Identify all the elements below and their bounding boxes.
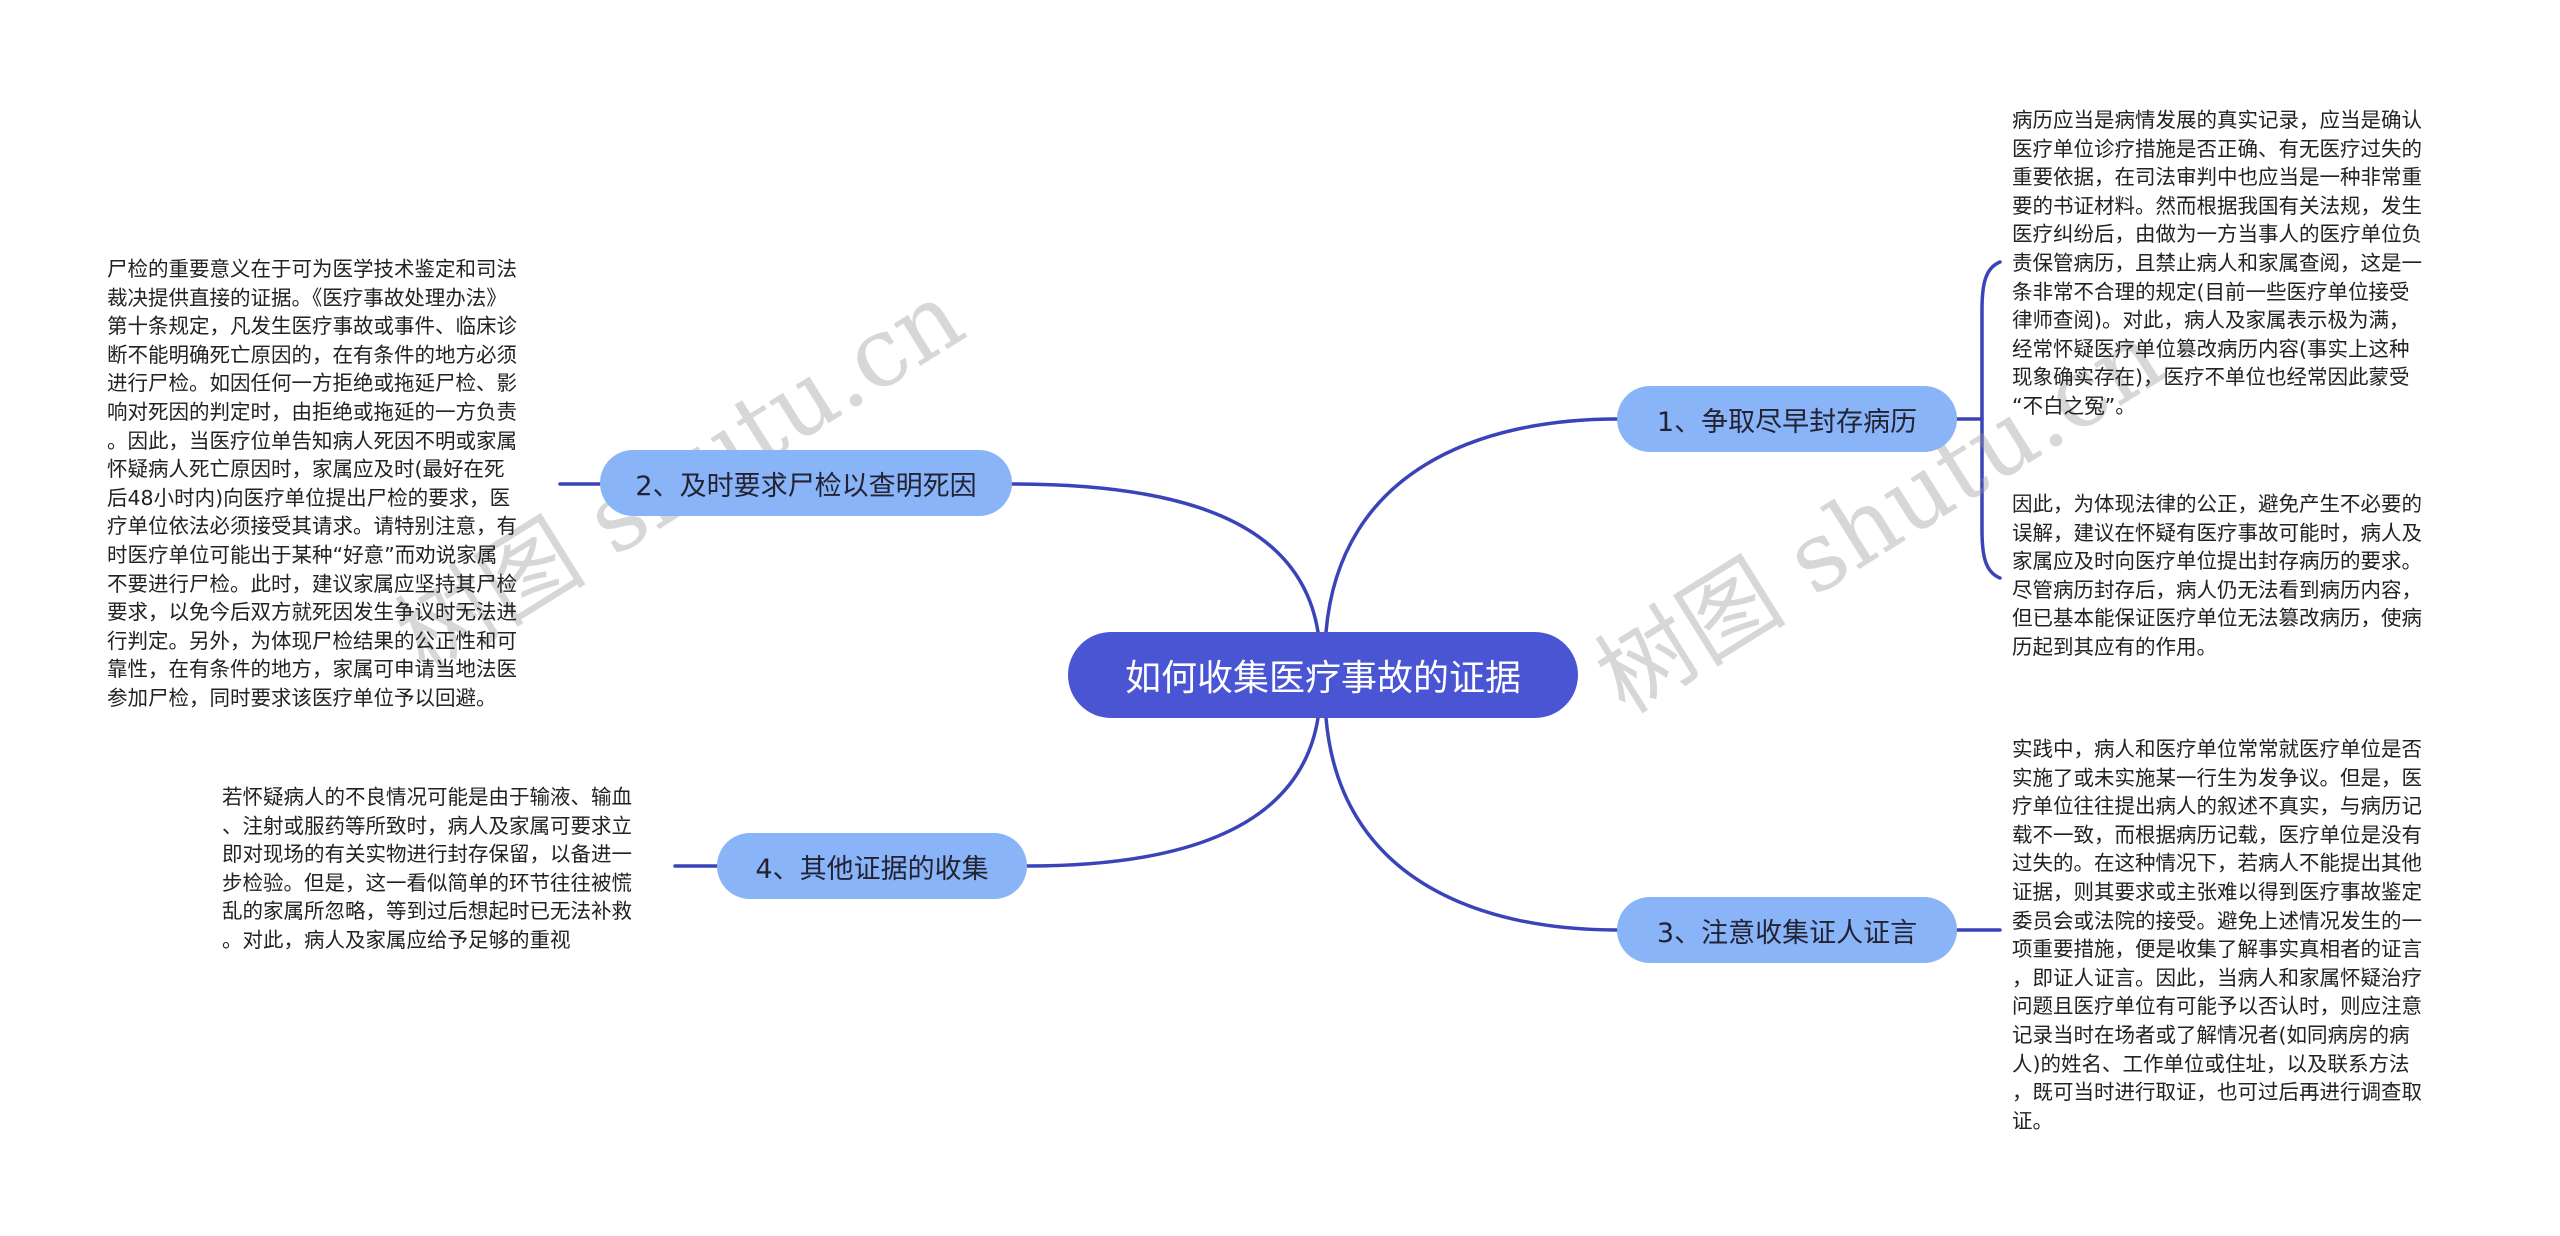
- branch-topic-label: 4、其他证据的收集: [755, 853, 989, 885]
- branch-topic-label: 2、及时要求尸检以查明死因: [635, 470, 977, 502]
- branch-topic-2[interactable]: 2、及时要求尸检以查明死因: [600, 450, 1012, 516]
- leaf-topic-2a[interactable]: 尸检的重要意义在于可为医学技术鉴定和司法 裁决提供直接的证据。《医疗事故处理办法…: [107, 257, 517, 710]
- bracket-branch1: [1980, 260, 2002, 580]
- link-root-branch1: [1324, 417, 1619, 634]
- branch-topic-4[interactable]: 4、其他证据的收集: [717, 833, 1027, 899]
- branch-topic-label: 1、争取尽早封存病历: [1656, 406, 1918, 438]
- leaf-topic-1a[interactable]: 病历应当是病情发展的真实记录，应当是确认 医疗单位诊疗措施是否正确、有无医疗过失…: [2012, 108, 2422, 418]
- branch-topic-3[interactable]: 3、注意收集证人证言: [1617, 897, 1957, 963]
- link-root-branch2: [1010, 482, 1320, 634]
- leaf-topic-1b[interactable]: 因此，为体现法律的公正，避免产生不必要的 误解，建议在怀疑有医疗事故可能时，病人…: [2012, 492, 2422, 659]
- branch-topic-1[interactable]: 1、争取尽早封存病历: [1617, 386, 1957, 452]
- leaf-topic-4a[interactable]: 若怀疑病人的不良情况可能是由于输液、输血 、注射或服药等所致时，病人及家属可要求…: [222, 785, 632, 952]
- root-topic[interactable]: 如何收集医疗事故的证据: [1068, 632, 1578, 718]
- branch-topic-label: 3、注意收集证人证言: [1656, 917, 1918, 949]
- link-root-branch4: [1025, 716, 1320, 868]
- root-topic-label: 如何收集医疗事故的证据: [1124, 658, 1521, 699]
- leaf-topic-3a[interactable]: 实践中，病人和医疗单位常常就医疗单位是否 实施了或未实施某一行生为发争议。但是，…: [2012, 737, 2422, 1133]
- link-root-branch3: [1324, 716, 1619, 932]
